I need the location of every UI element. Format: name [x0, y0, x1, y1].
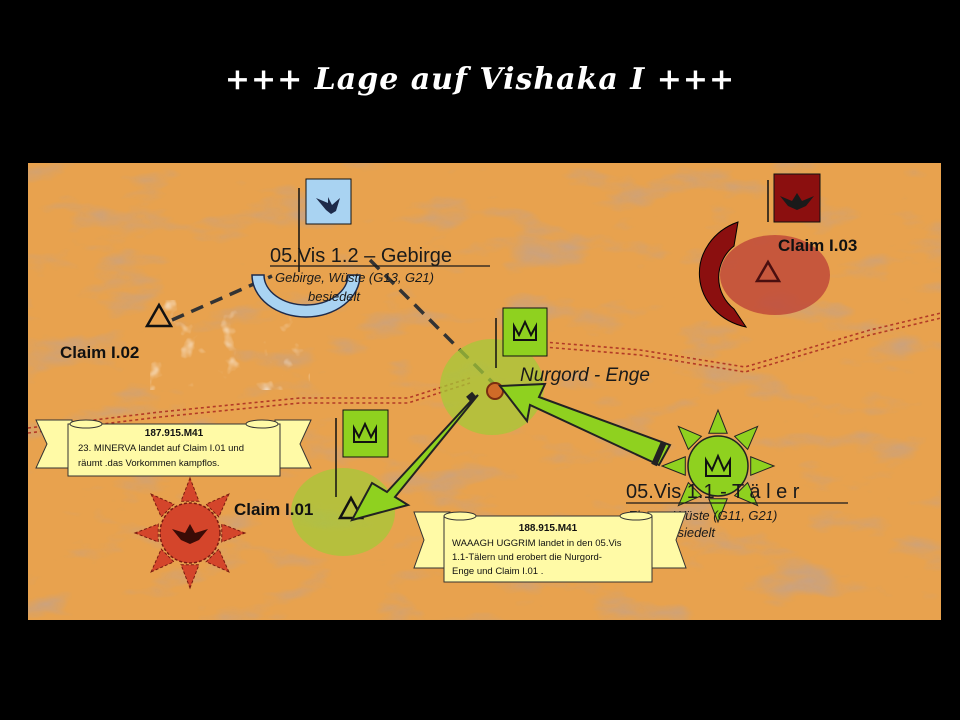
ork-attack-arrow-enge: [498, 382, 672, 467]
imperial-blue-banner: [298, 178, 352, 272]
event-2-line-3: Enge und Claim I.01 .: [452, 566, 543, 577]
imperial-eagle-icon: [780, 193, 814, 210]
imperial-eagle-icon: [172, 524, 208, 544]
event-1-date: 187.915.M41: [145, 428, 204, 439]
region-enge-name: Nurgord - Enge: [520, 365, 650, 386]
ork-crown-icon: [705, 453, 731, 477]
event-2-line-1: WAAAGH UGGRIM landet in den 05.Vis: [452, 538, 622, 549]
event-scroll-1: 187.915.M41 23. MINERVA landet auf Claim…: [35, 419, 312, 477]
imperial-red-fortification: [698, 221, 748, 328]
claim-i01-triangle-icon: [337, 495, 365, 520]
event-1-line-1: 23. MINERVA landet auf Claim I.01 und: [78, 443, 244, 454]
sun-ray: [221, 523, 247, 543]
sun-ray: [677, 481, 703, 507]
sun-ray: [133, 523, 159, 543]
event-2-line-2: 1.1-Tälern und erobert die Nurgord-: [452, 552, 602, 563]
region-gebirge-name: 05.Vis 1.2 – Gebirge: [270, 245, 452, 267]
region-taeler-name: 05.Vis 1.1 - T ä l e r: [626, 481, 800, 503]
sun-ray: [750, 456, 776, 476]
region-gebirge-terrain: Gebirge, Wüste (G13, G21): [275, 270, 434, 285]
sun-ray: [677, 425, 703, 451]
sun-ray: [150, 548, 175, 573]
territory-border: [27, 312, 942, 434]
region-gebirge-status: besiedelt: [308, 289, 361, 304]
claim-i02-label: Claim I.02: [60, 343, 139, 362]
sun-ray: [180, 564, 200, 590]
ork-banner-claim-i01: [335, 409, 389, 497]
event-2-date: 188.915.M41: [519, 523, 578, 534]
sun-core: [687, 435, 749, 497]
ork-war-sun-icon: [660, 408, 776, 524]
event-1-line-2: räumt .das Vorkommen kampflos.: [78, 458, 220, 469]
claim-i03-label: Claim I.03: [778, 236, 857, 255]
sun-ray: [708, 408, 728, 434]
imperial-eagle-icon: [316, 197, 340, 214]
imperial-red-sun-icon: [133, 476, 247, 590]
event-scroll-2: 188.915.M41 WAAAGH UGGRIM landet in den …: [413, 511, 687, 583]
ork-crown-icon: [513, 319, 537, 341]
ork-attack-arrow-main: [350, 391, 479, 522]
sun-ray: [180, 476, 200, 502]
sun-ray: [205, 493, 230, 518]
sun-ray: [708, 498, 728, 524]
claim-i03-triangle-icon: [754, 259, 782, 283]
sun-ray: [733, 481, 759, 507]
claim-i02-triangle-icon: [144, 302, 174, 328]
sun-ray: [205, 548, 230, 573]
sun-ray: [733, 425, 759, 451]
sun-ray: [660, 456, 686, 476]
ork-banner-enge: [495, 307, 548, 368]
ork-crown-icon: [353, 421, 377, 443]
slide-title: +++ Lage auf Vishaka I +++: [224, 62, 736, 97]
imperial-blue-fortification: [251, 274, 361, 318]
sun-ray: [150, 493, 175, 518]
claim-i01-label: Claim I.01: [234, 500, 313, 519]
imperial-red-banner: [767, 173, 821, 223]
